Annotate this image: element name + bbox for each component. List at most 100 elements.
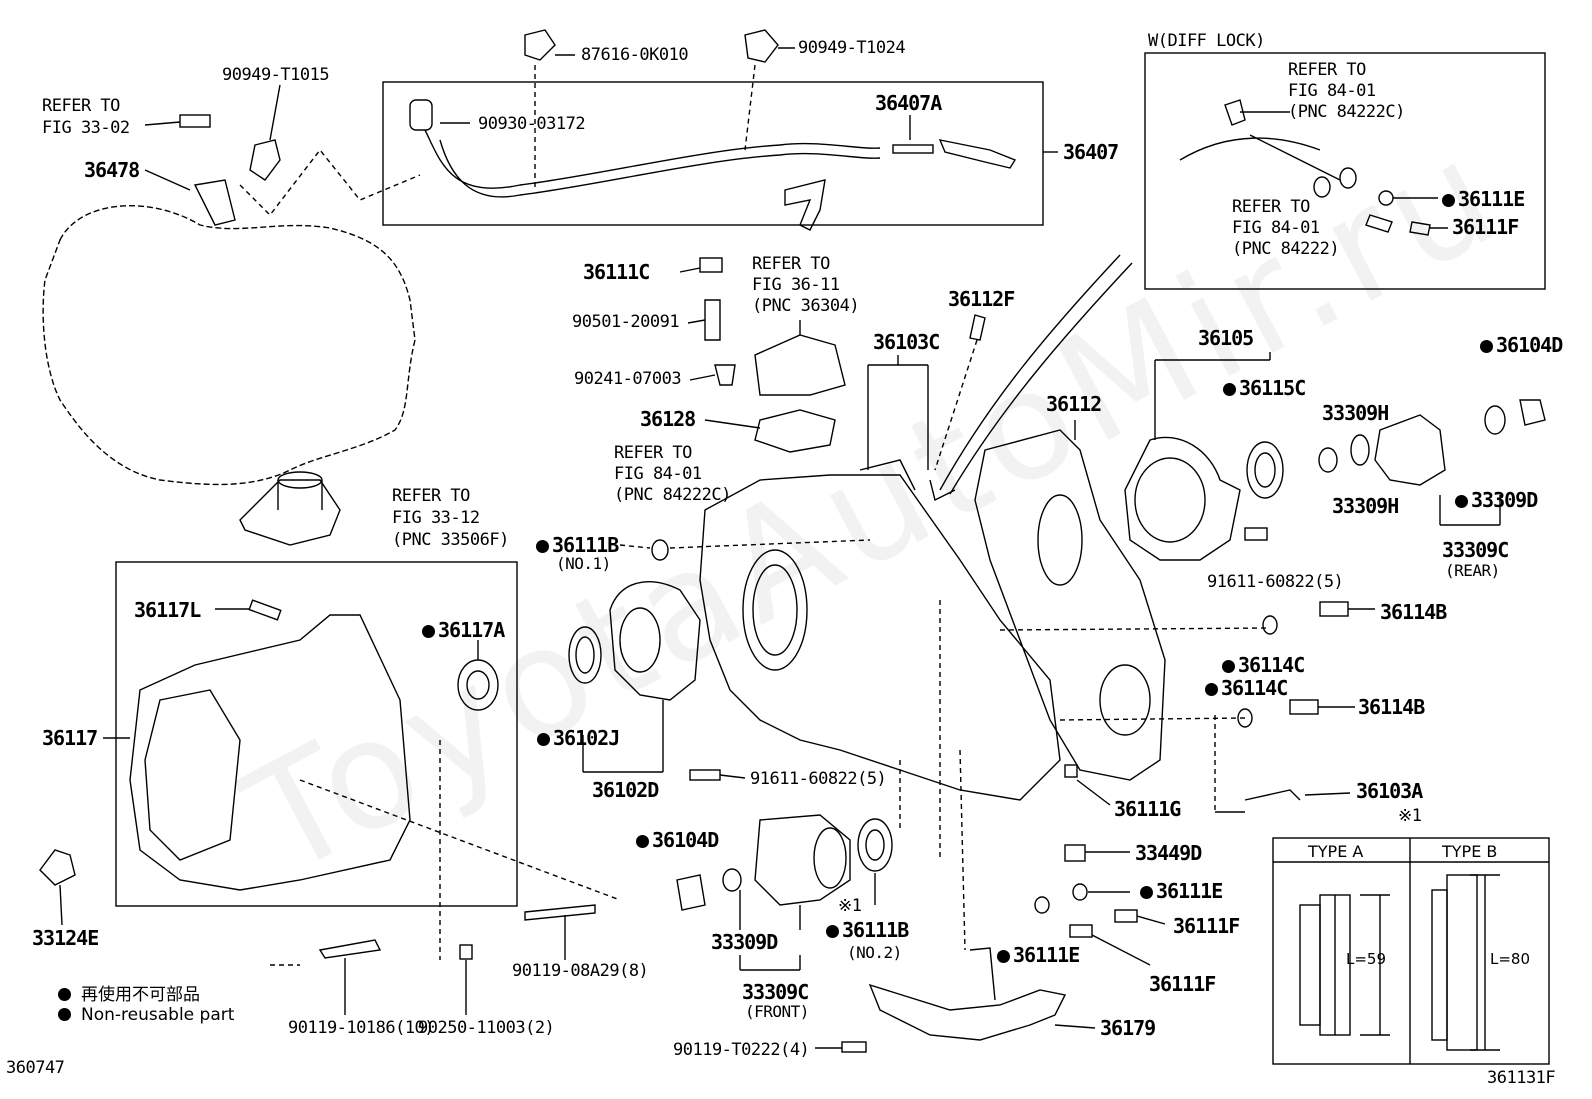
cover-fig3611 [754, 334, 846, 396]
refer-fig3312-line1: REFER TO [392, 486, 470, 506]
oil-seal-36117a [457, 659, 499, 711]
diff-lock-refer2-line2: FIG 84-01 [1232, 218, 1320, 238]
part-label: 90930-03172 [478, 114, 586, 134]
part-label: 36111F [1173, 914, 1240, 938]
part-label: 36117A [422, 620, 505, 640]
refer-fig3611-line3: (PNC 36304) [752, 296, 860, 316]
part-label: 36103C [873, 330, 940, 354]
flange-33309c-rear [1374, 414, 1446, 486]
part-label: 36114C [1205, 678, 1288, 698]
flange-33309c-front [754, 814, 851, 906]
bolt-fig3302 [179, 114, 211, 128]
part-label: 36111B [826, 920, 909, 940]
bracket-36179 [868, 983, 1067, 1041]
plug-36111b-no1 [651, 539, 669, 561]
type-table-star: ※1 [1398, 806, 1422, 826]
diff-lock-box [1144, 52, 1546, 290]
hose [424, 129, 881, 189]
clip-33124e [39, 849, 76, 886]
part-label: 33309C [1442, 538, 1509, 562]
bolt-90119-10186 [318, 939, 382, 959]
refer-fig8401-line1: REFER TO [614, 443, 692, 463]
part-label: 90119-10186(10) [288, 1018, 435, 1038]
case-bore [742, 549, 808, 671]
hose-elbow [784, 179, 826, 231]
part-label: 36407A [875, 91, 942, 115]
refer-fig3302-line2: FIG 33-02 [42, 118, 130, 138]
refer-fig3611-line1: REFER TO [752, 254, 830, 274]
gasket-36111e-a [1072, 883, 1088, 901]
bolt-36103a [1244, 789, 1301, 801]
part-label-note: (NO.2) [847, 943, 902, 962]
diff-lock-refer1-line3: (PNC 84222C) [1288, 102, 1405, 122]
plug-36114b-b [1289, 699, 1319, 715]
type-b-drawing [1431, 889, 1448, 1041]
part-label: 36105 [1198, 326, 1254, 350]
part-label: 36111E [1442, 189, 1525, 209]
part-label: 36117L [134, 598, 201, 622]
pin-36112f [969, 314, 986, 341]
washer-33309d [1484, 405, 1506, 435]
part-label: 36114C [1222, 655, 1305, 675]
part-label: 36111G [1114, 797, 1181, 821]
refer-fig3312-line3: (PNC 33506F) [392, 530, 509, 550]
type-b-header: TYPE B [1442, 842, 1498, 861]
front-housing-36102d [609, 581, 701, 701]
gasket-36128 [754, 409, 836, 453]
part-label: 36102J [537, 728, 620, 748]
part-label: 36112F [948, 287, 1015, 311]
part-label: 33124E [32, 926, 99, 950]
part-label: 33309H [1322, 401, 1389, 425]
part-label-note: (NO.1) [556, 554, 611, 573]
bolt-90119-08a29 [524, 904, 596, 921]
part-label-note: (FRONT) [745, 1002, 809, 1021]
bolt-90119-t0222 [841, 1041, 867, 1053]
type-a-drawing [1299, 904, 1321, 1026]
part-label: 90250-11003(2) [418, 1018, 555, 1038]
refer-fig8401-line3: (PNC 84222C) [614, 485, 731, 505]
part-label: 90119-08A29(8) [512, 961, 649, 981]
gasket-36111e-b [1034, 896, 1050, 914]
part-label: 90501-20091 [572, 312, 680, 332]
part-label: 33309D [711, 930, 778, 954]
part-label-note: ※1 [838, 896, 862, 916]
part-label: 90119-T0222(4) [673, 1040, 810, 1060]
spring [704, 299, 721, 341]
figure-code-right: 361131F [1487, 1068, 1556, 1088]
assembly-arrow [939, 254, 1121, 491]
washer-36114c-a [1262, 615, 1278, 635]
part-label: 36111E [997, 945, 1080, 965]
legend-jp: 再使用不可部品 [58, 980, 200, 1005]
washer-33309d-b [722, 868, 742, 892]
transfer-case [699, 474, 1061, 801]
part-label: 90241-07003 [574, 369, 682, 389]
shift-boot [239, 479, 341, 546]
diff-lock-refer1-line1: REFER TO [1288, 60, 1366, 80]
diff-lock-refer1-line2: FIG 84-01 [1288, 81, 1376, 101]
switch-33449d [1064, 844, 1086, 862]
pin-36117l [248, 599, 282, 621]
bolt-91611-a [1244, 527, 1268, 541]
part-label: 36111B [536, 535, 619, 555]
part-label: 36103A [1356, 779, 1423, 803]
part-label: 36117 [42, 726, 98, 750]
part-label: 36111E [1140, 881, 1223, 901]
part-label: 33449D [1135, 841, 1202, 865]
part-label: 33309H [1332, 494, 1399, 518]
diff-lock-plug-b [1409, 221, 1431, 236]
diff-lock-refer2-line1: REFER TO [1232, 197, 1310, 217]
part-label: 90949-T1015 [222, 65, 330, 85]
ball [714, 364, 736, 386]
type-table-box [1272, 837, 1550, 1065]
pin-90250 [459, 944, 473, 960]
rear-extension-36105 [1124, 436, 1241, 561]
extension-housing-box [115, 561, 518, 907]
refer-fig8401-line2: FIG 84-01 [614, 464, 702, 484]
rear-cover [974, 429, 1166, 781]
part-label: 36104D [1480, 335, 1563, 355]
part-label: 36115C [1223, 378, 1306, 398]
refer-fig3302-line1: REFER TO [42, 96, 120, 116]
oil-seal-36115c [1246, 441, 1284, 499]
